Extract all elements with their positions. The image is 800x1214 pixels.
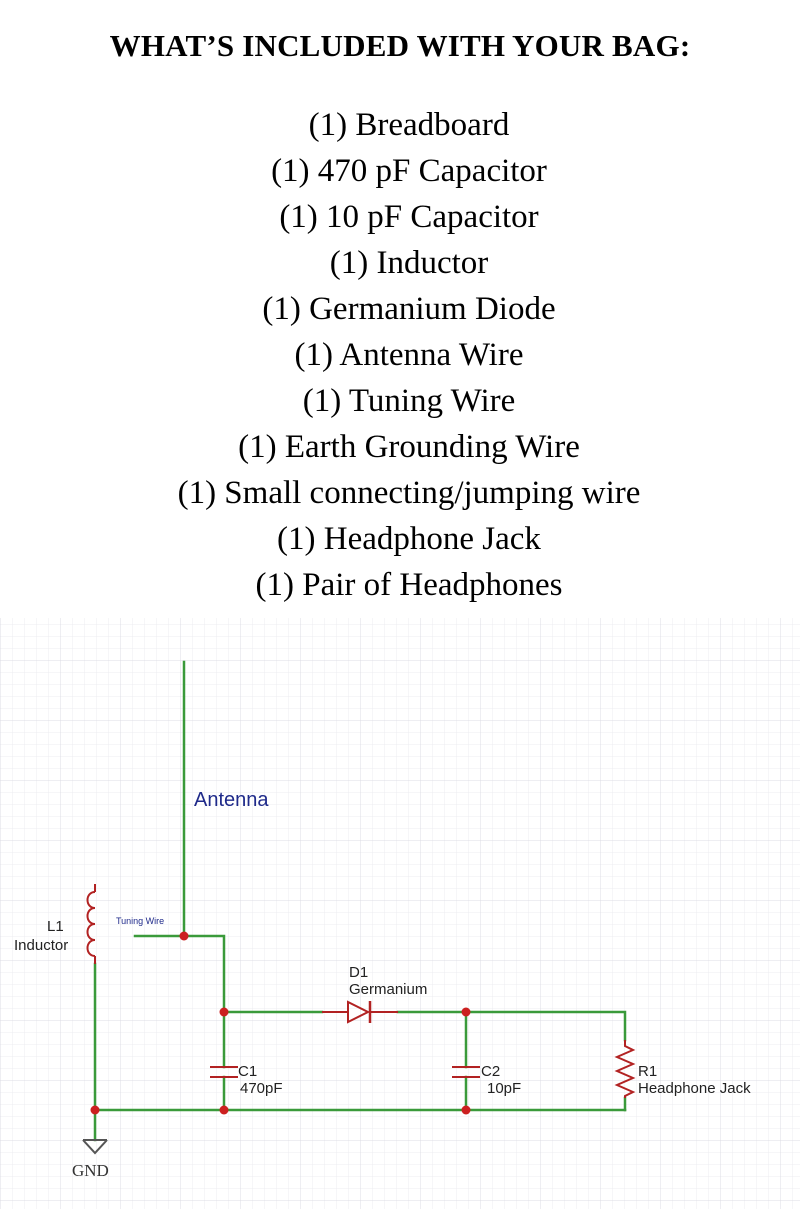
list-item: (1) Headphone Jack (277, 521, 541, 557)
junction-dot (219, 1105, 229, 1115)
list-item: (1) 470 pF Capacitor (271, 153, 547, 189)
resistor-r1 (614, 1040, 636, 1098)
c1-value-label: 470pF (240, 1080, 283, 1097)
d1-ref-label: D1 (349, 964, 368, 981)
antenna-label: Antenna (194, 789, 269, 811)
circuit-schematic: Antenna Tuning Wire L1 Inductor D1 Germa… (0, 618, 800, 1209)
junction-dot (461, 1007, 471, 1017)
d1-value-label: Germanium (349, 981, 427, 998)
junction-dot (90, 1105, 100, 1115)
ground-symbol (82, 1139, 108, 1155)
list-item: (1) Tuning Wire (302, 383, 516, 419)
page-title: WHAT’S INCLUDED WITH YOUR BAG: (109, 28, 691, 63)
list-item: (1) Small connecting/jumping wire (177, 475, 641, 511)
gnd-label: GND (72, 1161, 109, 1180)
list-item: (1) 10 pF Capacitor (279, 199, 539, 235)
c2-value-label: 10pF (487, 1080, 521, 1097)
inductor-l1 (86, 884, 96, 964)
diode-d1 (322, 1000, 398, 1024)
junction-dot (461, 1105, 471, 1115)
parts-list-section: WHAT’S INCLUDED WITH YOUR BAG: (1) Bread… (0, 28, 800, 608)
junction-dot (179, 931, 189, 941)
schematic-grid (0, 618, 800, 1209)
r1-ref-label: R1 (638, 1063, 657, 1080)
r1-value-label: Headphone Jack (638, 1080, 751, 1097)
c2-ref-label: C2 (481, 1063, 500, 1080)
c1-ref-label: C1 (238, 1063, 257, 1080)
capacitor-c1 (210, 1066, 238, 1078)
list-item: (1) Antenna Wire (294, 337, 524, 373)
tuning-wire-label: Tuning Wire (116, 916, 164, 926)
list-item: (1) Breadboard (308, 107, 510, 143)
list-item: (1) Pair of Headphones (255, 567, 563, 603)
capacitor-c2 (452, 1066, 480, 1078)
l1-value-label: Inductor (14, 937, 68, 954)
junction-dot (219, 1007, 229, 1017)
l1-ref-label: L1 (47, 918, 64, 935)
parts-list: (1) Breadboard (1) 470 pF Capacitor (1) … (0, 102, 800, 608)
list-item: (1) Inductor (329, 245, 489, 281)
list-item: (1) Earth Grounding Wire (238, 429, 580, 465)
wires (93, 660, 627, 1142)
top-rail-right (464, 1010, 627, 1042)
junction-dots (90, 931, 471, 1115)
tuning-wire (133, 934, 226, 1014)
list-item: (1) Germanium Diode (262, 291, 556, 327)
